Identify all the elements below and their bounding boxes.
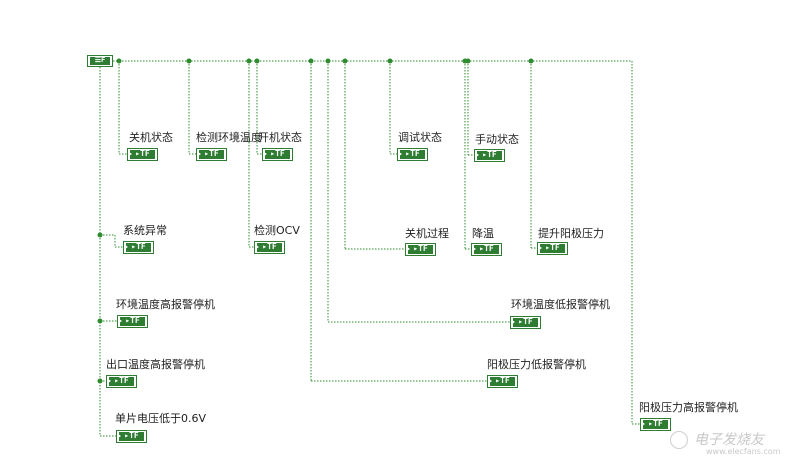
indicator-tag: ▸TF xyxy=(489,377,515,386)
label-cooling: 降温 xyxy=(472,227,494,240)
indicator-guanji-state[interactable]: ▸TF xyxy=(127,148,158,161)
indicator-anode-pressure-high-alarm[interactable]: ▸TF xyxy=(640,418,671,431)
indicator-env-temp-low-alarm[interactable]: ▸TF xyxy=(510,316,541,329)
indicator-tag: ▸TF xyxy=(129,150,155,159)
indicator-tag: ▸TF xyxy=(119,317,145,326)
indicator-tag: ▸TF xyxy=(407,245,433,254)
label-detect-ocv: 检测OCV xyxy=(254,224,300,237)
watermark-logo-icon xyxy=(670,431,688,449)
indicator-tag: ▸TF xyxy=(473,245,499,254)
label-env-temp-low-alarm: 环境温度低报警停机 xyxy=(511,298,610,311)
indicator-detect-ocv[interactable]: ▸TF xyxy=(254,241,285,254)
label-debug-state: 调试状态 xyxy=(398,131,442,144)
indicator-debug-state[interactable]: ▸TF xyxy=(397,148,428,161)
indicator-tag: ▸TF xyxy=(476,151,502,160)
watermark: 电子发烧友 www.elecfans.com xyxy=(668,427,796,457)
indicator-tag: ▸TF xyxy=(264,150,290,159)
label-anode-pressure-high-alarm: 阳极压力高报警停机 xyxy=(639,401,738,414)
indicator-kaiji-state[interactable]: ▸TF xyxy=(262,148,293,161)
indicator-tag: ▸TF xyxy=(512,318,538,327)
indicator-tag: ▸TF xyxy=(125,243,151,252)
label-cell-voltage-low: 单片电压低于0.6V xyxy=(115,412,207,425)
indicator-outlet-temp-high-alarm[interactable]: ▸TF xyxy=(106,375,137,388)
indicator-tag: ▸TF xyxy=(198,150,224,159)
indicator-cooling[interactable]: ▸TF xyxy=(471,243,502,256)
indicator-tag: ▸TF xyxy=(539,244,565,253)
indicator-tag: ▸TF xyxy=(399,150,425,159)
label-anode-pressure-low-alarm: 阳极压力低报警停机 xyxy=(487,358,586,371)
indicator-tag: ▸TF xyxy=(118,432,144,441)
indicator-env-temp-high-alarm[interactable]: ▸TF xyxy=(117,315,148,328)
indicator-env-temp-detect[interactable]: ▸TF xyxy=(196,148,227,161)
label-system-fault: 系统异常 xyxy=(123,224,167,237)
label-raise-anode-pressure: 提升阳极压力 xyxy=(538,227,604,240)
label-env-temp-high-alarm: 环境温度高报警停机 xyxy=(116,298,215,311)
indicator-manual-state[interactable]: ▸TF xyxy=(474,149,505,162)
label-kaiji-state: 开机状态 xyxy=(258,131,302,144)
indicator-tag: ▸TF xyxy=(256,243,282,252)
watermark-url: www.elecfans.com xyxy=(706,447,781,456)
indicator-cell-voltage-low[interactable]: ▸TF xyxy=(116,430,147,443)
watermark-text: 电子发烧友 xyxy=(694,432,764,448)
label-guanji-state: 关机状态 xyxy=(129,131,173,144)
indicator-system-fault[interactable]: ▸TF xyxy=(123,241,154,254)
cluster-unbundle-node[interactable]: ☰F xyxy=(87,55,113,67)
label-manual-state: 手动状态 xyxy=(475,133,519,146)
label-shutdown-process: 关机过程 xyxy=(405,227,449,240)
indicator-anode-pressure-low-alarm[interactable]: ▸TF xyxy=(487,375,518,388)
indicator-raise-anode-pressure[interactable]: ▸TF xyxy=(537,242,568,255)
label-outlet-temp-high-alarm: 出口温度高报警停机 xyxy=(106,358,205,371)
label-env-temp-detect: 检测环境温度 xyxy=(196,131,262,144)
cluster-label: ☰F xyxy=(90,57,110,65)
indicator-tag: ▸TF xyxy=(642,420,668,429)
indicator-tag: ▸TF xyxy=(108,377,134,386)
indicator-shutdown-process[interactable]: ▸TF xyxy=(405,243,436,256)
